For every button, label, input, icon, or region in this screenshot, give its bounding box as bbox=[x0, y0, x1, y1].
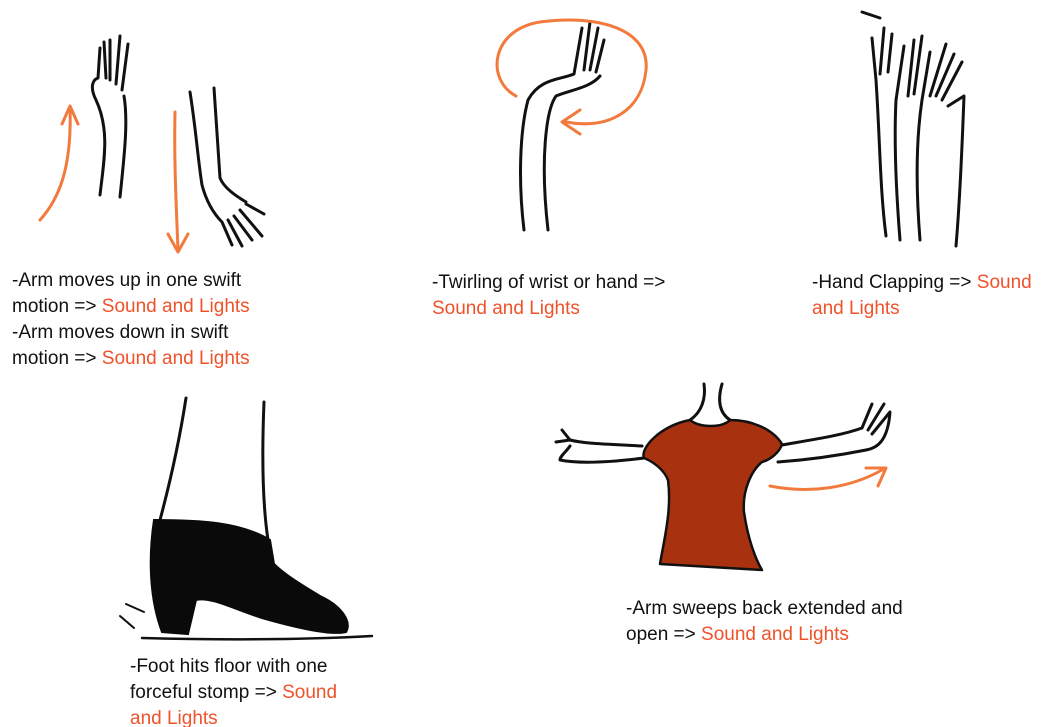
caption-hand-clap: -Hand Clapping => Sound and Lights bbox=[812, 270, 1032, 322]
hand-clap-sketch bbox=[862, 12, 964, 246]
up-arrow-icon bbox=[40, 106, 78, 220]
caption-text: -Arm moves down in swift bbox=[12, 322, 228, 343]
dancer-arms-open-sketch bbox=[556, 384, 890, 570]
caption-line: -Foot hits floor with one bbox=[130, 654, 337, 680]
caption-highlight: Sound and Lights bbox=[432, 298, 580, 319]
arm-raise-lower-sketch bbox=[92, 36, 264, 246]
caption-line: Sound and Lights bbox=[432, 296, 665, 322]
caption-wrist-twirl: -Twirling of wrist or hand => Sound and … bbox=[432, 270, 665, 322]
caption-highlight: and Lights bbox=[130, 708, 218, 727]
caption-text: forceful stomp => bbox=[130, 682, 282, 703]
caption-line: and Lights bbox=[130, 706, 337, 727]
caption-highlight: Sound and Lights bbox=[102, 348, 250, 369]
caption-text: -Twirling of wrist or hand => bbox=[432, 272, 665, 293]
caption-line: -Hand Clapping => Sound bbox=[812, 270, 1032, 296]
caption-text: motion => bbox=[12, 296, 102, 317]
caption-line: -Arm sweeps back extended and bbox=[626, 596, 903, 622]
caption-arm-up-down: -Arm moves up in one swift motion => Sou… bbox=[12, 268, 250, 372]
wrist-twirl-sketch bbox=[521, 22, 604, 230]
caption-text: motion => bbox=[12, 348, 102, 369]
caption-highlight: Sound bbox=[977, 272, 1032, 293]
caption-foot-stomp: -Foot hits floor with one forceful stomp… bbox=[130, 654, 337, 727]
caption-highlight: Sound and Lights bbox=[701, 624, 849, 645]
caption-text: -Foot hits floor with one bbox=[130, 656, 327, 677]
twirl-arrow-icon bbox=[497, 20, 646, 134]
caption-text: -Hand Clapping => bbox=[812, 272, 977, 293]
caption-text: -Arm moves up in one swift bbox=[12, 270, 241, 291]
flamenco-shoe-sketch bbox=[120, 398, 372, 639]
caption-line: -Twirling of wrist or hand => bbox=[432, 270, 665, 296]
caption-line: -Arm moves down in swift bbox=[12, 320, 250, 346]
caption-line: motion => Sound and Lights bbox=[12, 346, 250, 372]
caption-highlight: Sound and Lights bbox=[102, 296, 250, 317]
caption-line: open => Sound and Lights bbox=[626, 622, 903, 648]
caption-line: -Arm moves up in one swift bbox=[12, 268, 250, 294]
caption-text: open => bbox=[626, 624, 701, 645]
sweep-arrow-icon bbox=[770, 468, 886, 489]
down-arrow-icon bbox=[168, 112, 188, 252]
caption-line: forceful stomp => Sound bbox=[130, 680, 337, 706]
caption-text: -Arm sweeps back extended and bbox=[626, 598, 903, 619]
caption-arm-sweep: -Arm sweeps back extended and open => So… bbox=[626, 596, 903, 648]
caption-highlight: and Lights bbox=[812, 298, 900, 319]
caption-line: motion => Sound and Lights bbox=[12, 294, 250, 320]
caption-line: and Lights bbox=[812, 296, 1032, 322]
caption-highlight: Sound bbox=[282, 682, 337, 703]
